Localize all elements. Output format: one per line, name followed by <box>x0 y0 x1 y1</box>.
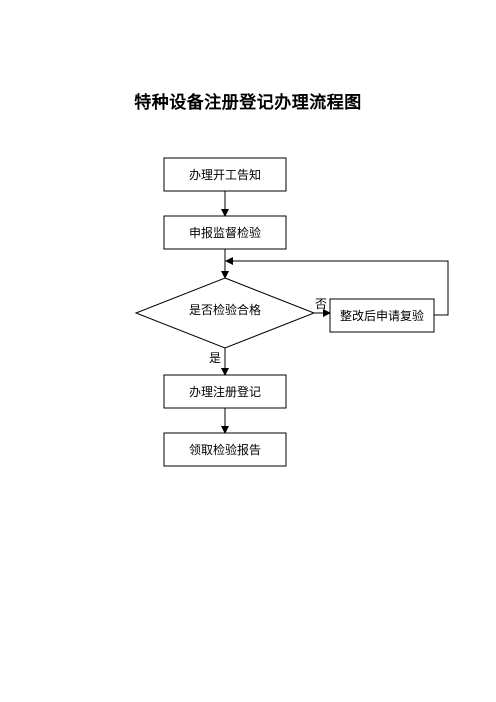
node-rectify-box <box>329 298 435 333</box>
page-title: 特种设备注册登记办理流程图 <box>134 93 362 113</box>
node-report-label: 领取检验报告 <box>189 442 261 457</box>
node-report-box <box>163 432 287 467</box>
node-start-box <box>163 157 287 192</box>
node-decision: 是否检验合格 <box>134 277 316 349</box>
node-rectify-label: 整改后申请复验 <box>340 308 424 323</box>
node-decision-label: 是否检验合格 <box>189 302 261 317</box>
node-report: 领取检验报告 <box>163 432 287 467</box>
edge-label-no: 否 <box>315 297 327 311</box>
edge-label-yes: 是 <box>209 351 221 365</box>
node-start: 办理开工告知 <box>163 157 287 192</box>
node-register-label: 办理注册登记 <box>189 384 261 399</box>
node-start-label: 办理开工告知 <box>189 167 261 182</box>
edge-rectify-loop-back <box>225 257 449 316</box>
node-rectify: 整改后申请复验 <box>329 298 435 333</box>
node-apply-label: 申报监督检验 <box>189 225 261 240</box>
node-register-box <box>163 374 287 409</box>
node-register: 办理注册登记 <box>163 374 287 409</box>
node-apply: 申报监督检验 <box>163 215 287 250</box>
